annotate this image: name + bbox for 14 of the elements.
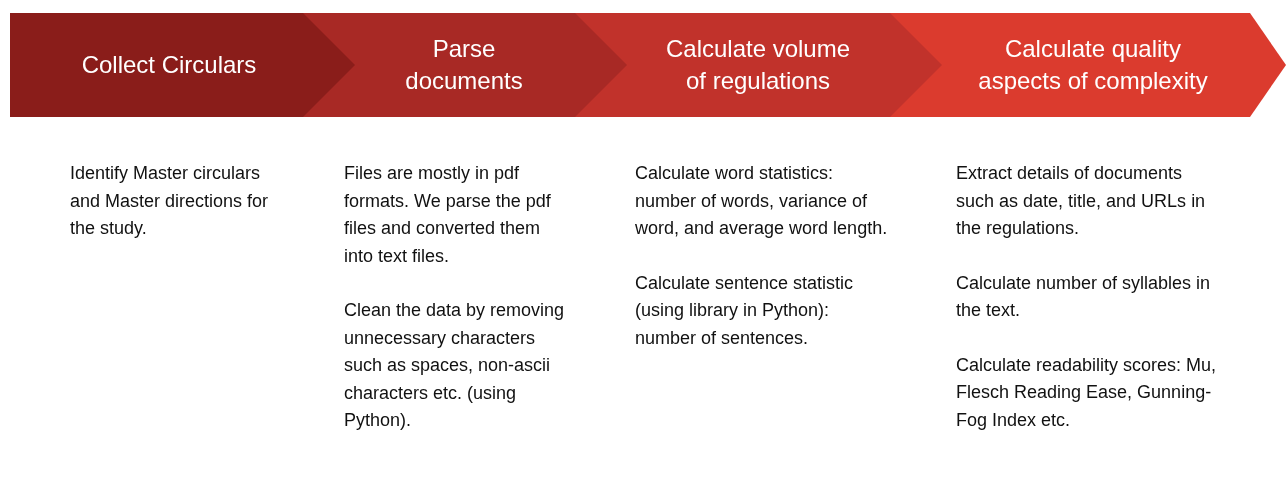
- step-title: Calculate volume of regulations: [664, 34, 852, 96]
- step-description: Extract details of documents such as date, title, and URLs in the regulations.: [956, 162, 1207, 240]
- step-description: Calculate word statistics: number of words, variance of word, and average word length.: [635, 162, 889, 240]
- step-description: Files are mostly in pdf formats. We parse the pdf files and converted them into text files.: [344, 162, 552, 268]
- step-description: Calculate number of syllables in the text.: [956, 271, 1212, 322]
- chevron-step: [942, 13, 1286, 117]
- chevron-step: [10, 13, 355, 117]
- step-title: Parse documents: [404, 34, 524, 96]
- step-description: Calculate sentence statistic (using library in Python): number of sentences.: [635, 271, 855, 350]
- step-description: Calculate readability scores: Mu, Flesch Reading Ease, Gunning-Fog Index etc.: [956, 353, 1218, 432]
- step-title: Collect Circulars: [81, 50, 257, 80]
- step-title: Calculate quality aspects of complexity: [977, 34, 1209, 96]
- step-description: Identify Master circulars and Master directions for the study.: [70, 162, 270, 240]
- step-description: Clean the data by removing unnecessary characters such as spaces, non-ascii characters etc. (using Python).: [344, 299, 566, 432]
